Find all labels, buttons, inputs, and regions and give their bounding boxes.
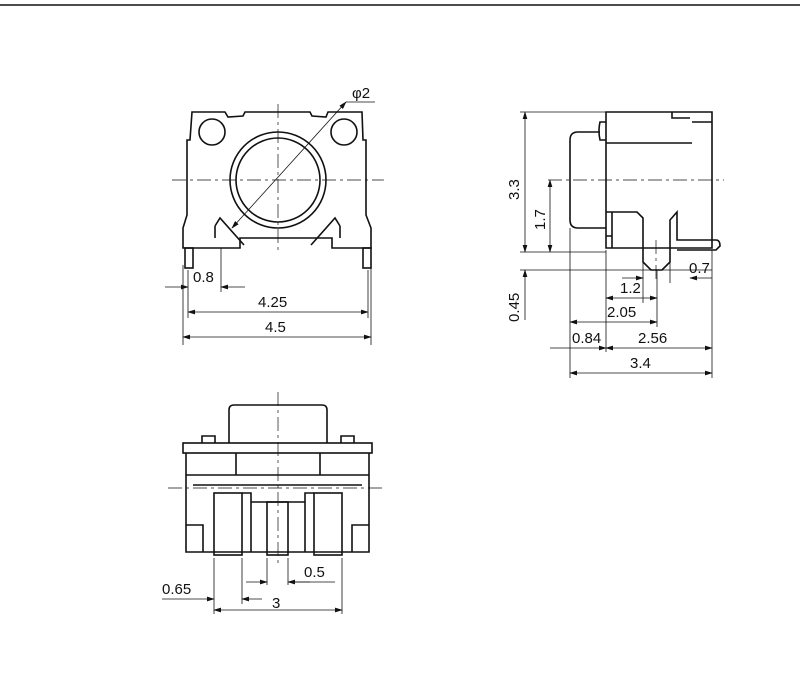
dim-diameter: φ2 [352, 85, 370, 102]
dim-width: 4.5 [265, 319, 286, 336]
dim-center-pad: 0.5 [304, 564, 325, 581]
bottom-view: 0.5 0.65 3 [162, 392, 384, 614]
side-view: 3.3 1.7 0.45 0.7 1.2 2.05 0.84 2.56 3.4 [506, 111, 724, 378]
dim-body-depth: 2.56 [638, 330, 667, 347]
dim-lead-width: 1.2 [620, 280, 641, 297]
dim-pin-offset: 0.8 [193, 269, 214, 286]
dim-lead-tip: 0.7 [689, 260, 710, 277]
dim-pad-span: 3 [272, 595, 280, 612]
dim-pin-span: 4.25 [258, 294, 287, 311]
dim-height: 3.3 [506, 179, 523, 200]
front-view: φ2 0.8 4.25 4.5 [165, 85, 384, 345]
dim-center-height: 1.7 [532, 209, 549, 230]
dim-total-depth: 3.4 [630, 355, 651, 372]
dim-pad-width: 0.65 [162, 581, 191, 598]
dim-lead-height: 0.45 [506, 293, 523, 322]
dim-actuator-offset: 0.84 [572, 330, 601, 347]
dim-lead-center: 2.05 [607, 304, 636, 321]
